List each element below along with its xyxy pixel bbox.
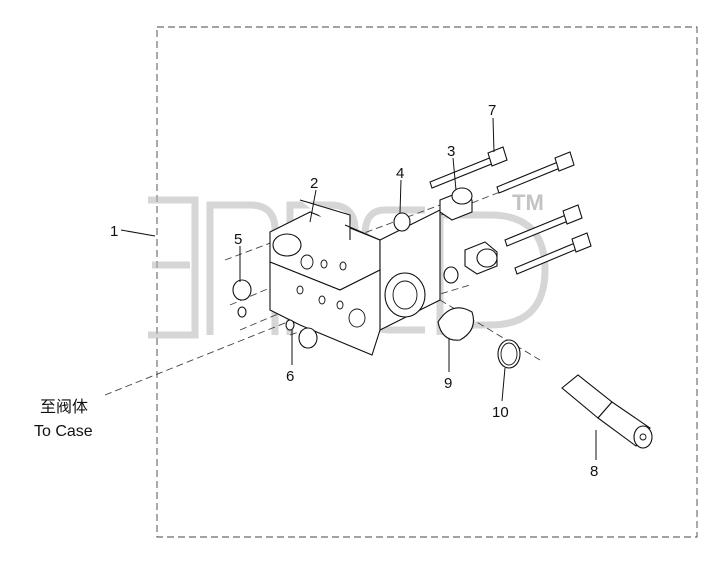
- valve-block: [269, 199, 441, 356]
- o-ring-10: [497, 339, 521, 369]
- caption-chinese: 至阀体: [40, 398, 88, 416]
- o-ring-10-inner: [500, 342, 518, 366]
- o-ring-4: [393, 212, 411, 232]
- plug-8: [561, 374, 653, 449]
- callout-1: 1: [110, 223, 118, 240]
- caption-english: To Case: [34, 423, 93, 440]
- callout-7: 7: [488, 102, 496, 119]
- callout-5: 5: [234, 231, 242, 248]
- trademark-mark: TM: [512, 190, 544, 215]
- o-ring-6-small: [285, 319, 295, 331]
- callout-8: 8: [590, 463, 598, 480]
- fitting-3: [439, 187, 498, 275]
- frame-border: [156, 26, 698, 538]
- callout-2: 2: [310, 175, 318, 192]
- o-ring-4b: [443, 266, 459, 284]
- callout-4: 4: [396, 165, 404, 182]
- cap-screws-7: [429, 146, 592, 275]
- leader-lines: [120, 117, 597, 460]
- callout-9: 9: [444, 375, 452, 392]
- o-ring-5-small: [237, 306, 247, 318]
- o-ring-5: [232, 279, 252, 301]
- callout-3: 3: [447, 143, 455, 160]
- seal-plate-9: [437, 307, 475, 341]
- o-ring-6: [298, 327, 318, 349]
- callout-10: 10: [492, 404, 509, 421]
- callout-6: 6: [286, 368, 294, 385]
